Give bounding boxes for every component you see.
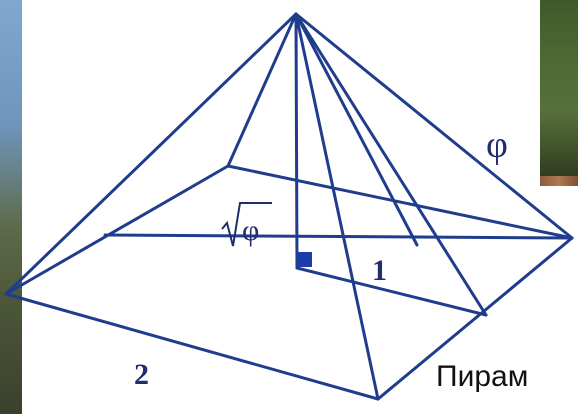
label-sqrt-phi: φ [221,202,272,247]
inner-line-center [295,266,488,317]
base-edge-right [376,236,574,401]
photo-right-edge [540,0,578,186]
inner-diagonal [103,233,574,240]
label-one: 1 [372,254,387,287]
base-edge-left [4,164,230,296]
photo-left-edge [0,0,22,414]
apothem-line [294,12,488,317]
label-two: 2 [134,358,149,391]
height-line [294,12,299,270]
base-edge-back [226,164,574,240]
lateral-edge-back [226,12,298,168]
lateral-edge-right [294,12,574,240]
right-angle-marker [297,252,312,267]
lateral-edge-front [294,12,380,401]
base-edge-front [4,292,380,401]
label-sqrt-phi-symbol: φ [242,214,259,247]
slant-line [294,12,419,247]
lateral-edge-left [4,12,298,296]
caption-text: Пирам [436,360,529,393]
label-phi: φ [486,124,508,166]
photo-right-strip [540,176,578,186]
